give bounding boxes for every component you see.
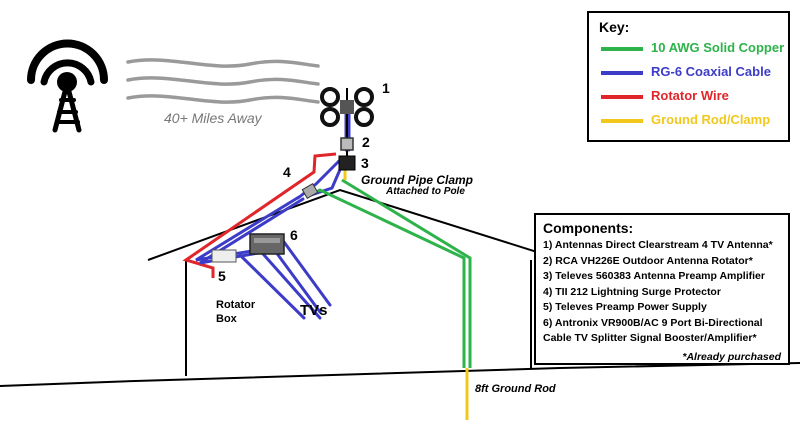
component-item: 2) RCA VH226E Outdoor Antenna Rotator* xyxy=(543,254,753,267)
preamp-power-supply xyxy=(211,249,237,263)
components-box: Components: 1) Antennas Direct Clearstre… xyxy=(534,213,790,365)
ground-line xyxy=(0,362,800,387)
key-label: RG-6 Coaxial Cable xyxy=(651,64,771,79)
key-swatch xyxy=(601,47,643,51)
key-label: Rotator Wire xyxy=(651,88,729,103)
distance-label: 40+ Miles Away xyxy=(164,110,262,126)
key-item-copper: 10 AWG Solid Copper xyxy=(599,39,784,63)
component-item: 4) TII 212 Lightning Surge Protector xyxy=(543,285,721,298)
key-label: Ground Rod/Clamp xyxy=(651,112,771,127)
rotator-box-line2: Box xyxy=(216,313,237,325)
key-swatch xyxy=(601,95,643,99)
label-3: 3 xyxy=(361,155,369,171)
rotator-box-line1: Rotator xyxy=(216,299,256,311)
attached-to-pole-label: Attached to Pole xyxy=(386,186,465,197)
key-item-ground: Ground Rod/Clamp xyxy=(599,111,778,135)
ground-rod xyxy=(343,168,469,420)
house-outline xyxy=(147,188,557,376)
label-5: 5 xyxy=(218,268,226,284)
key-box: Key: 10 AWG Solid Copper RG-6 Coaxial Ca… xyxy=(587,11,790,142)
component-item: 6) Antronix VR900B/AC 9 Port Bi-Directio… xyxy=(543,316,763,329)
rotator-wire xyxy=(182,152,337,278)
components-footnote: *Already purchased xyxy=(682,350,781,363)
broadcast-tower-icon xyxy=(27,39,108,133)
ground-pipe-clamp-label: Ground Pipe Clamp xyxy=(361,173,474,187)
preamp-amplifier xyxy=(338,155,356,171)
label-2: 2 xyxy=(362,134,370,150)
label-4: 4 xyxy=(283,164,291,180)
component-item: 3) Televes 560383 Antenna Preamp Amplifi… xyxy=(543,270,765,282)
label-1: 1 xyxy=(382,80,390,96)
components-title: Components: xyxy=(543,220,634,236)
key-item-rotator: Rotator Wire xyxy=(599,87,778,111)
antenna-icon xyxy=(320,87,374,168)
surge-protector xyxy=(301,182,319,200)
ground-wire xyxy=(305,178,472,368)
rotator-box-label: Rotator Box xyxy=(216,298,255,326)
splitter-amplifier xyxy=(249,233,285,255)
component-item: Cable TV Splitter Signal Booster/Amplifi… xyxy=(543,332,757,344)
key-item-coax: RG-6 Coaxial Cable xyxy=(599,63,778,87)
tvs-label: TVs xyxy=(300,302,328,319)
key-label: 10 AWG Solid Copper xyxy=(651,40,785,55)
label-6: 6 xyxy=(290,227,298,243)
key-title: Key: xyxy=(599,19,630,35)
key-swatch xyxy=(601,71,643,75)
ground-rod-label: 8ft Ground Rod xyxy=(475,383,556,395)
component-item: 1) Antennas Direct Clearstream 4 TV Ante… xyxy=(543,239,773,251)
component-item: 5) Televes Preamp Power Supply xyxy=(543,301,707,313)
signal-waves-icon xyxy=(126,58,320,104)
key-swatch xyxy=(601,119,643,123)
antenna-rotator xyxy=(340,137,354,151)
